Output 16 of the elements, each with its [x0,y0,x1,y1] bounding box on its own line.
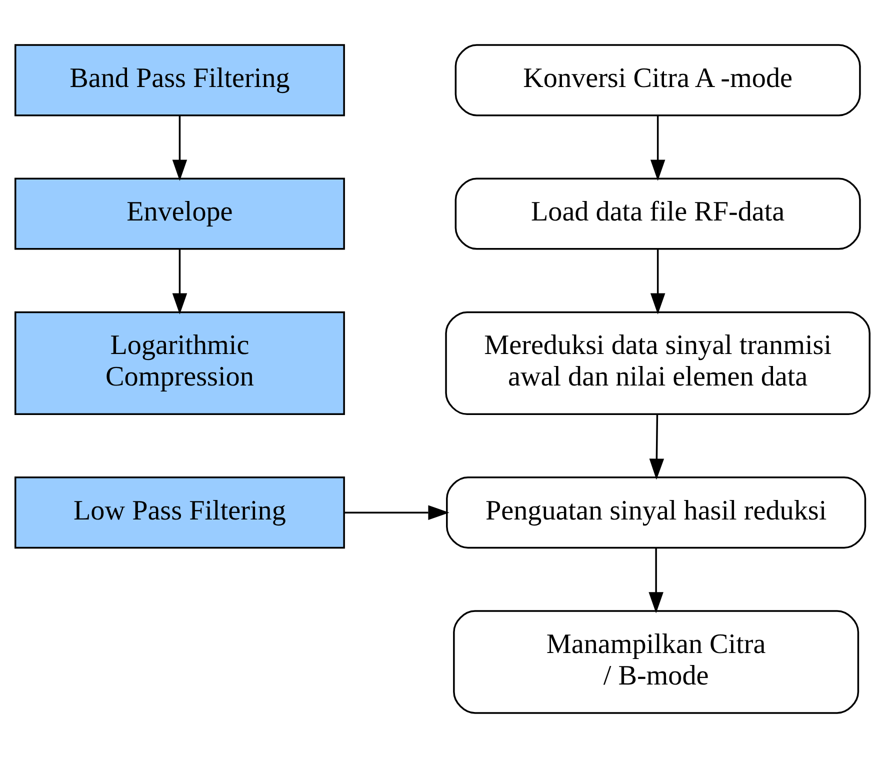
arrow [650,115,666,181]
arrow [649,414,664,480]
node-box: Mereduksi data sinyal tranmisi awal dan nilai elemen data [445,311,870,416]
node-box: Band Pass Filtering [14,44,345,116]
node-box: Envelope [14,178,345,250]
node-box: Low Pass Filtering [14,476,345,549]
arrow [172,115,188,181]
node-box: Konversi Citra A -mode [454,44,861,116]
arrow [344,505,450,520]
node-box: Load data file RF-data [454,178,861,250]
node-box: Manampilkan Citra / B-mode [453,610,860,714]
arrow [172,249,188,314]
node-box: Logarithmic Compression [14,311,345,416]
arrow [648,548,664,614]
arrow [650,249,666,314]
node-box: Penguatan sinyal hasil reduksi [446,476,866,549]
